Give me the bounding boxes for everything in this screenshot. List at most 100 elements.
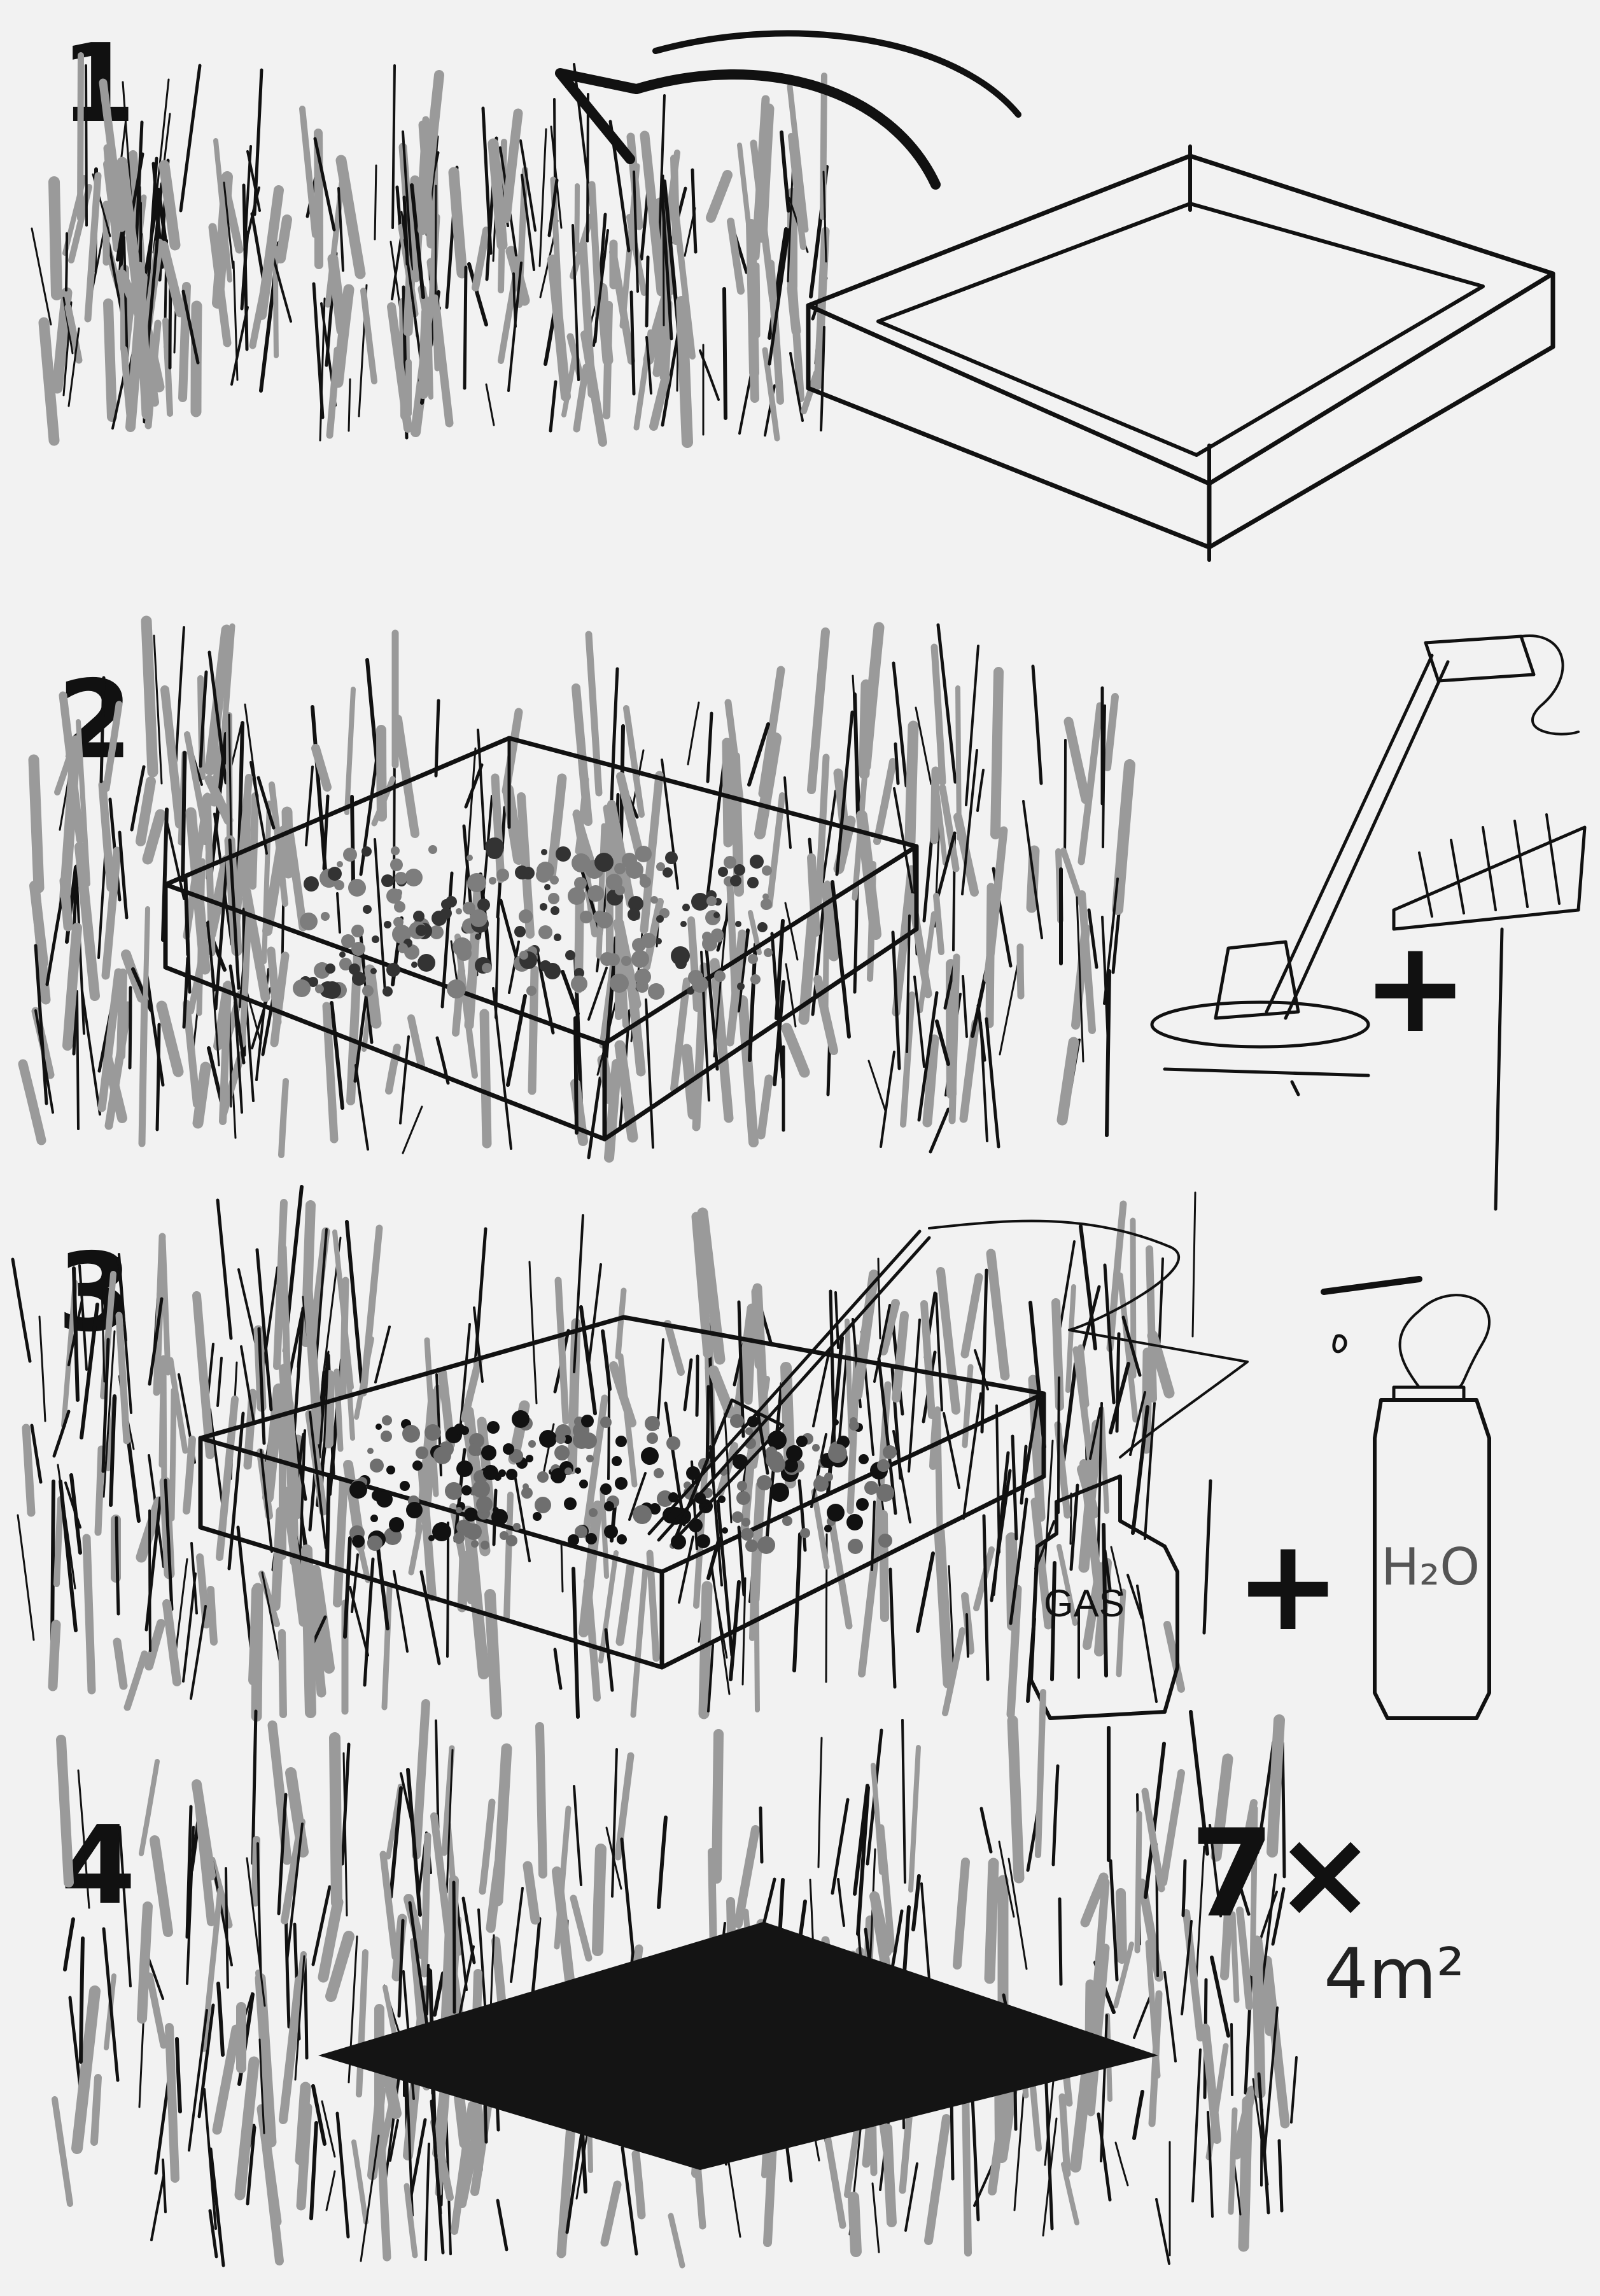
wooden-frame-icon <box>806 144 1555 562</box>
grass-blade <box>426 1964 430 2015</box>
grass-blade <box>687 916 701 1012</box>
grass-blade <box>1060 848 1085 909</box>
grass-blade <box>488 138 508 251</box>
soil-speck <box>456 1507 462 1513</box>
soil-speck <box>883 1445 897 1459</box>
grass-blade <box>936 623 957 784</box>
grass-blade <box>440 871 454 1009</box>
grass-blade <box>402 130 413 270</box>
grass-blade <box>441 1745 455 1856</box>
grass-blade <box>141 615 158 778</box>
grass-blade <box>817 1737 823 1868</box>
grass-blade <box>247 186 260 235</box>
grass-blade <box>351 1553 359 1613</box>
grass-blade <box>535 1722 547 1879</box>
grass-blade <box>463 265 468 390</box>
grass-blade <box>150 1835 173 1937</box>
grass-blade <box>118 830 129 920</box>
grass-blade <box>432 294 440 372</box>
soil-speck <box>741 1528 754 1541</box>
soil-speck <box>824 1525 832 1532</box>
soil-speck <box>568 887 586 905</box>
grass-blade <box>402 1105 423 1154</box>
grass-blade <box>77 52 84 221</box>
grass-blade <box>948 953 960 1124</box>
soil-speck <box>626 861 643 879</box>
grass-blade <box>77 1769 90 1909</box>
soil-speck <box>343 848 357 862</box>
grass-blade <box>78 1264 88 1371</box>
grass-blade <box>262 825 289 936</box>
grass-blade <box>1086 1943 1110 2117</box>
grass-blade <box>305 766 314 846</box>
soil-speck <box>741 1518 750 1527</box>
grass-blade <box>785 963 797 1028</box>
soil-speck <box>687 987 694 995</box>
soil-speck <box>447 979 466 998</box>
grass-blade <box>255 1248 273 1411</box>
grass-blade <box>325 1931 354 2002</box>
soil-speck <box>521 1487 533 1499</box>
grass-blade <box>1058 1897 1063 1986</box>
grass-blade <box>48 1620 61 1691</box>
soil-speck <box>456 908 462 914</box>
grass-blade <box>409 2118 427 2197</box>
soil-speck <box>528 1440 536 1448</box>
grass-blade <box>948 1565 955 1665</box>
soil-speck <box>745 1427 753 1435</box>
soil-speck <box>859 1454 869 1464</box>
grass-blade <box>99 78 126 232</box>
step-2-panel: 2 + <box>18 615 1587 1211</box>
grass-blade <box>81 990 101 1116</box>
grass-blade <box>183 1000 200 1108</box>
grass-blade <box>913 976 925 1068</box>
soil-speck <box>472 1480 490 1498</box>
soil-speck <box>462 1523 477 1538</box>
grass-blade <box>102 1330 116 1498</box>
grass-blade <box>759 1806 764 1864</box>
grass-blade <box>962 975 968 1038</box>
grass-blade <box>418 307 432 399</box>
grass-blade <box>103 144 122 253</box>
grass-blade <box>249 792 259 890</box>
grass-blade <box>90 2074 102 2146</box>
plus-sign: + <box>1235 1511 1342 1660</box>
grass-blade <box>1155 2198 1170 2265</box>
grass-blade <box>329 1732 342 1908</box>
grass-blade <box>262 1383 284 1503</box>
grass-blade <box>831 880 851 1039</box>
grass-blade <box>797 1479 807 1552</box>
grass-blade <box>747 722 770 787</box>
soil-speck <box>784 1459 798 1473</box>
soil-speck <box>456 1460 473 1477</box>
grass-blade <box>605 1826 622 1890</box>
grass-blade <box>364 964 382 1029</box>
grass-blade <box>623 705 645 818</box>
grass-blade <box>28 754 45 893</box>
soil-speck <box>475 934 481 940</box>
grass-blade <box>1072 1346 1098 1491</box>
grass-blade <box>573 1214 584 1373</box>
soil-speck <box>482 963 492 973</box>
soil-speck <box>682 904 690 911</box>
grass-blade <box>962 2085 972 2257</box>
grass-blade <box>251 1836 260 1907</box>
grass-blade <box>546 773 567 881</box>
soil-speck <box>550 876 559 885</box>
grass-blade <box>1076 896 1084 1063</box>
grass-blade <box>894 742 900 785</box>
grass-blade <box>1016 943 1025 1000</box>
grass-blade <box>62 297 74 354</box>
grass-blade <box>260 1449 273 1553</box>
grass-blade <box>867 1060 887 1112</box>
grass-blade <box>668 2213 685 2269</box>
grass-blade <box>506 994 527 1087</box>
grass-blade <box>707 1644 714 1712</box>
soil-speck <box>446 1483 459 1496</box>
soil-speck <box>671 946 690 965</box>
grass-blade <box>610 667 619 802</box>
grass-blade <box>156 1000 184 1077</box>
soil-speck <box>633 1505 652 1524</box>
grass-blade <box>706 711 713 783</box>
soil-speck <box>649 1503 661 1515</box>
